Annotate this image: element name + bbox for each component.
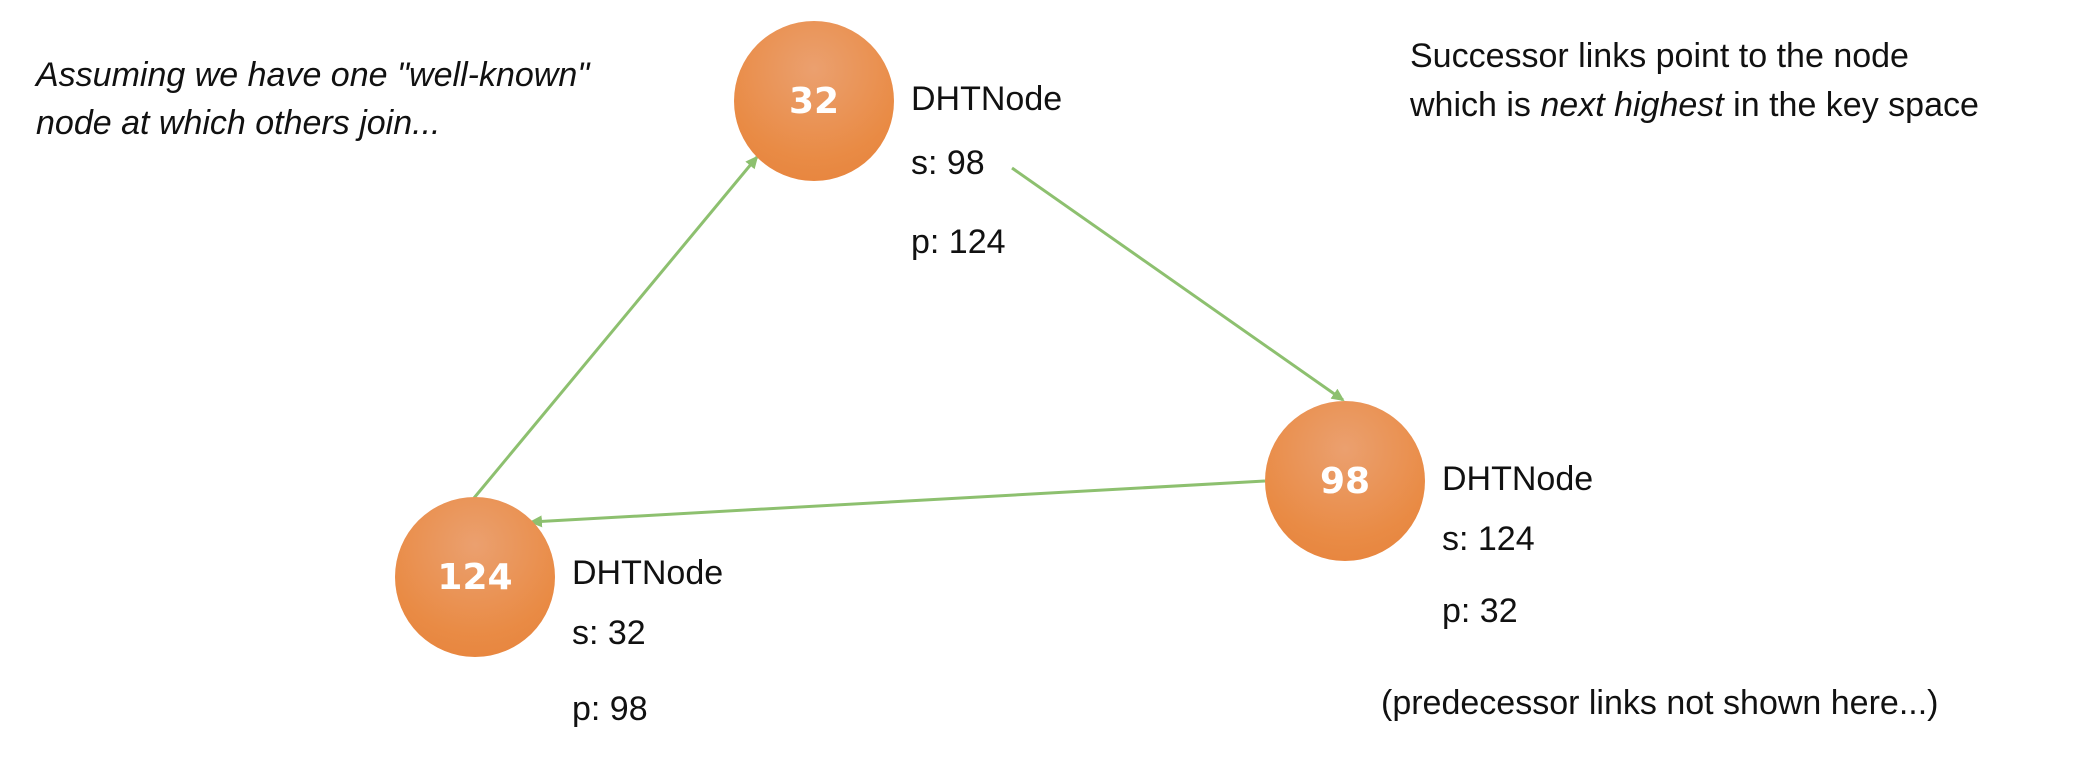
node-98-predecessor: p: 32 [1442,592,1518,630]
node-98-type: DHTNode [1442,460,1594,498]
intro-text: Assuming we have one "well-known" node a… [36,52,589,147]
successor-explanation: Successor links point to the node which … [1410,32,1979,131]
node-32-predecessor: p: 124 [911,223,1006,261]
node-32: 32 [734,21,894,181]
node-124-successor: s: 32 [572,614,646,652]
successor-link-98-to-124 [529,479,1266,528]
intro-line-1: Assuming we have one "well-known" [36,56,590,94]
node-124: 124 [395,497,555,657]
node-id: 124 [437,556,513,598]
node-id: 98 [1319,460,1371,502]
node-98-successor: s: 124 [1442,520,1535,558]
successor-link-32-to-98 [1011,166,1345,402]
node-id: 32 [788,80,840,122]
successor-link-124-to-32 [472,155,759,499]
explanation-line-1: Successor links point to the node [1410,37,1909,75]
node-32-type: DHTNode [911,80,1063,118]
explanation-line-2-suffix: in the key space [1723,86,1979,125]
node-32-successor: s: 98 [911,144,985,182]
node-124-type: DHTNode [572,554,724,592]
explanation-emphasis: next highest [1540,86,1724,125]
explanation-line-2: which is next highest in the key space [1410,81,1979,130]
predecessor-note: (predecessor links not shown here...) [1381,684,1939,722]
node-98: 98 [1265,401,1425,561]
node-124-predecessor: p: 98 [572,690,648,728]
explanation-line-2-prefix: which is [1410,86,1541,125]
intro-line-2: node at which others join... [36,103,441,142]
